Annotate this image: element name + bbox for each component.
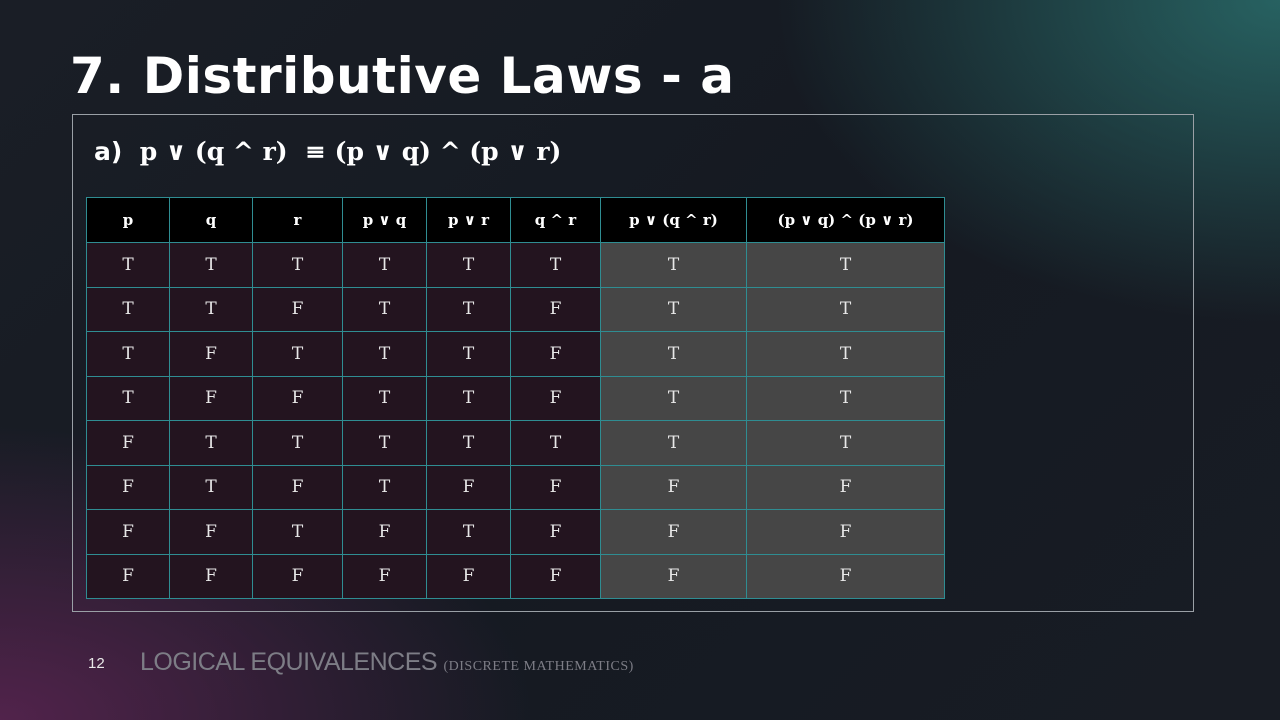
content-frame — [72, 114, 1194, 612]
table-cell: T — [426, 420, 511, 466]
table-cell: F — [252, 553, 343, 599]
table-cell-result: F — [746, 464, 945, 510]
law-statement: a) p ∨ (q ^ r) ≡ (p ∨ q) ^ (p ∨ r) — [94, 132, 561, 172]
law-lhs: p ∨ (q ^ r) — [139, 137, 288, 166]
table-cell: T — [252, 420, 343, 466]
table-cell: F — [510, 553, 601, 599]
table-row: T F T T T F T T — [86, 331, 945, 377]
table-cell-result: F — [600, 553, 747, 599]
table-cell-result: T — [600, 286, 747, 332]
table-row: F F F F F F F F — [86, 553, 945, 599]
table-row: F F T F T F F F — [86, 509, 945, 555]
page-number: 12 — [88, 655, 105, 672]
table-cell: T — [510, 242, 601, 288]
table-cell-result: T — [746, 286, 945, 332]
table-cell: F — [86, 464, 170, 510]
table-cell: F — [86, 553, 170, 599]
table-cell-result: T — [600, 420, 747, 466]
table-cell: T — [342, 331, 427, 377]
table-cell-result: T — [746, 420, 945, 466]
footer-main-text: LOGICAL EQUIVALENCES — [140, 648, 438, 676]
table-row: F T T T T T T T — [86, 420, 945, 466]
header-p: p — [86, 197, 170, 243]
table-header-row: p q r p ∨ q p ∨ r q ^ r p ∨ (q ^ r) (p ∨… — [86, 197, 945, 243]
table-cell: T — [86, 331, 170, 377]
table-cell: T — [252, 242, 343, 288]
table-cell: T — [426, 286, 511, 332]
table-cell: F — [510, 464, 601, 510]
table-cell: F — [510, 331, 601, 377]
table-cell: T — [426, 331, 511, 377]
table-cell: F — [169, 553, 253, 599]
law-label: a) — [94, 137, 123, 166]
law-rhs: (p ∨ q) ^ (p ∨ r) — [334, 137, 562, 166]
table-cell: T — [169, 286, 253, 332]
table-cell-result: T — [746, 331, 945, 377]
header-q: q — [169, 197, 253, 243]
header-p-or-q: p ∨ q — [342, 197, 427, 243]
table-cell-result: T — [746, 242, 945, 288]
table-row: T T F T T F T T — [86, 286, 945, 332]
table-row: T T T T T T T T — [86, 242, 945, 288]
table-cell: T — [510, 420, 601, 466]
table-cell: F — [426, 464, 511, 510]
table-cell: F — [342, 553, 427, 599]
table-row: T F F T T F T T — [86, 375, 945, 421]
table-cell: T — [252, 331, 343, 377]
table-cell-result: F — [746, 553, 945, 599]
table-cell: T — [426, 375, 511, 421]
table-cell-result: F — [746, 509, 945, 555]
table-cell-result: F — [600, 464, 747, 510]
table-cell: F — [342, 509, 427, 555]
table-cell: T — [252, 509, 343, 555]
table-cell: T — [342, 242, 427, 288]
table-cell-result: T — [600, 331, 747, 377]
footer-caption: LOGICAL EQUIVALENCES (DISCRETE MATHEMATI… — [140, 648, 634, 677]
table-cell: T — [169, 464, 253, 510]
table-cell: F — [252, 286, 343, 332]
table-cell: T — [342, 375, 427, 421]
table-cell-result: T — [600, 375, 747, 421]
table-cell: F — [169, 509, 253, 555]
header-q-and-r: q ^ r — [510, 197, 601, 243]
table-cell: F — [252, 464, 343, 510]
table-cell: T — [342, 420, 427, 466]
table-cell: T — [342, 464, 427, 510]
table-cell: T — [426, 509, 511, 555]
table-cell: F — [86, 509, 170, 555]
header-p-or-r: p ∨ r — [426, 197, 511, 243]
table-cell: T — [342, 286, 427, 332]
slide-title: 7. Distributive Laws - a — [70, 47, 735, 105]
table-cell: F — [169, 375, 253, 421]
table-row: F T F T F F F F — [86, 464, 945, 510]
table-cell: T — [86, 286, 170, 332]
table-cell: T — [426, 242, 511, 288]
header-r: r — [252, 197, 343, 243]
table-cell: T — [169, 242, 253, 288]
table-cell-result: T — [746, 375, 945, 421]
truth-table: p q r p ∨ q p ∨ r q ^ r p ∨ (q ^ r) (p ∨… — [86, 197, 945, 599]
law-equivalence-symbol: ≡ — [305, 137, 326, 166]
header-lhs: p ∨ (q ^ r) — [600, 197, 747, 243]
table-cell: F — [426, 553, 511, 599]
table-cell: T — [86, 375, 170, 421]
table-cell-result: F — [600, 509, 747, 555]
header-rhs: (p ∨ q) ^ (p ∨ r) — [746, 197, 945, 243]
table-cell: F — [169, 331, 253, 377]
table-cell-result: T — [600, 242, 747, 288]
table-cell: T — [169, 420, 253, 466]
table-cell: F — [510, 509, 601, 555]
table-cell: F — [86, 420, 170, 466]
footer-subtitle: (DISCRETE MATHEMATICS) — [443, 659, 634, 674]
table-cell: T — [86, 242, 170, 288]
table-cell: F — [510, 286, 601, 332]
table-cell: F — [510, 375, 601, 421]
table-cell: F — [252, 375, 343, 421]
